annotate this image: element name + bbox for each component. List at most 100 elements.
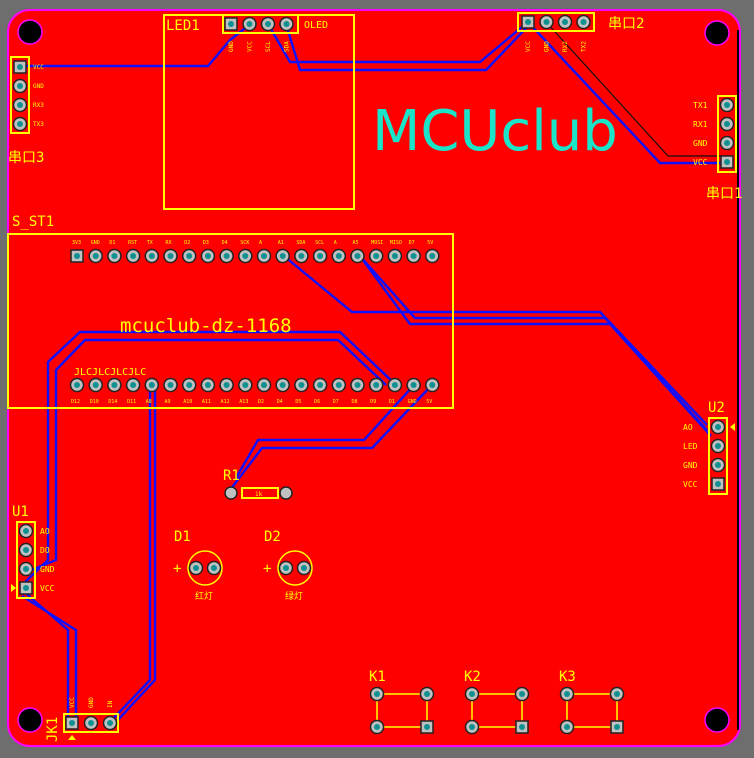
- pin-label: A5: [353, 240, 359, 246]
- pin-label: A: [259, 240, 262, 246]
- pin-label: TX2: [581, 41, 588, 52]
- pin-label: LED: [683, 442, 698, 451]
- pin-label: D2: [184, 240, 190, 246]
- pin-label: D1: [109, 240, 115, 246]
- component-k2[interactable]: K2: [464, 669, 530, 735]
- pad-hole: [564, 724, 570, 730]
- pad-hole: [715, 481, 721, 487]
- pad-hole: [354, 253, 361, 259]
- component-d2[interactable]: D2 + 绿灯: [263, 529, 313, 602]
- pin-label: SCL: [315, 240, 324, 246]
- pin-label: D2: [258, 399, 264, 405]
- pin-label: GND: [408, 399, 417, 405]
- d2-ref: D2: [264, 529, 281, 545]
- switch-outline: [566, 693, 618, 728]
- pad-hole: [17, 64, 23, 70]
- pad-hole: [204, 382, 211, 388]
- pin-label: VCC: [693, 158, 708, 167]
- pad-hole: [724, 159, 730, 165]
- trace: [284, 23, 531, 72]
- trace: [266, 21, 529, 64]
- s-st1-outline: [7, 233, 454, 409]
- pin-label: GND: [544, 41, 551, 52]
- pin1-marker: [11, 584, 16, 592]
- component-r1[interactable]: R1 1k: [223, 468, 293, 500]
- pad-hole: [74, 382, 80, 388]
- pin-label: TX1: [693, 101, 708, 110]
- uart1-ref: 串口1: [706, 186, 742, 202]
- pad-hole: [167, 253, 174, 259]
- pin-label: 3V3: [72, 240, 81, 246]
- pad-hole: [204, 253, 211, 259]
- pad: [224, 486, 238, 500]
- pin-label: D14: [108, 399, 117, 405]
- led1-ref: LED1: [166, 18, 200, 34]
- pad-hole: [580, 19, 587, 25]
- pin-label: D10: [90, 399, 99, 405]
- pad-hole: [469, 724, 475, 730]
- pin-label: GND: [693, 139, 708, 148]
- pin-label: RX2: [562, 41, 569, 52]
- pad-hole: [298, 382, 305, 388]
- pin-label: AO: [40, 527, 50, 536]
- pad-hole: [242, 253, 249, 259]
- pin-label: D7: [409, 240, 415, 246]
- uart3-ref: 串口3: [8, 150, 44, 166]
- pad-hole: [148, 253, 155, 259]
- pad-hole: [298, 253, 305, 259]
- uart1-outline: [717, 95, 737, 173]
- pin-label: SCL: [265, 41, 272, 52]
- r1-ref: R1: [223, 468, 240, 484]
- pin-label: A: [334, 240, 337, 246]
- pad-hole: [429, 253, 436, 259]
- pin-label: VCC: [33, 64, 44, 71]
- pad-hole: [88, 720, 94, 726]
- pad-hole: [429, 382, 436, 388]
- trace: [527, 21, 727, 165]
- pad-hole: [424, 724, 430, 730]
- pin-label: D7: [333, 399, 339, 405]
- pin-label: A9: [165, 399, 171, 405]
- pad-hole: [391, 382, 398, 388]
- pad-hole: [410, 382, 417, 388]
- pad-hole: [261, 382, 267, 388]
- trace: [21, 594, 78, 718]
- pin-label: DO: [40, 546, 50, 555]
- component-d1[interactable]: D1 + 红灯: [173, 529, 223, 602]
- pin-label: SDA: [296, 240, 305, 246]
- pad-hole: [724, 140, 730, 146]
- switch-outline: [376, 693, 428, 728]
- pin-label: D6: [314, 399, 320, 405]
- pad-hole: [111, 253, 118, 259]
- pin-label: GND: [228, 41, 235, 52]
- component-k1[interactable]: K1: [369, 669, 435, 735]
- pad-hole: [92, 253, 99, 259]
- pin-label: D8: [352, 399, 358, 405]
- pin-label: RX1: [693, 120, 708, 129]
- pad-hole: [410, 253, 417, 259]
- pin-label: GND: [91, 240, 100, 246]
- trace: [283, 255, 708, 426]
- pad-hole: [279, 382, 286, 388]
- pin-label: A10: [183, 399, 192, 405]
- pin-label: TX3: [33, 121, 44, 128]
- pin-label: D4: [222, 240, 228, 246]
- pin1-marker: [68, 735, 76, 740]
- pin-label: VCC: [40, 584, 55, 593]
- pad-hole: [715, 424, 721, 430]
- pin-label: GND: [683, 461, 698, 470]
- pad-hole: [354, 382, 361, 388]
- pad-hole: [92, 382, 99, 388]
- component-k3[interactable]: K3: [559, 669, 625, 735]
- d2-label: 绿灯: [285, 590, 303, 602]
- d1-polarity: +: [173, 561, 181, 577]
- pin-label: VCC: [69, 697, 76, 708]
